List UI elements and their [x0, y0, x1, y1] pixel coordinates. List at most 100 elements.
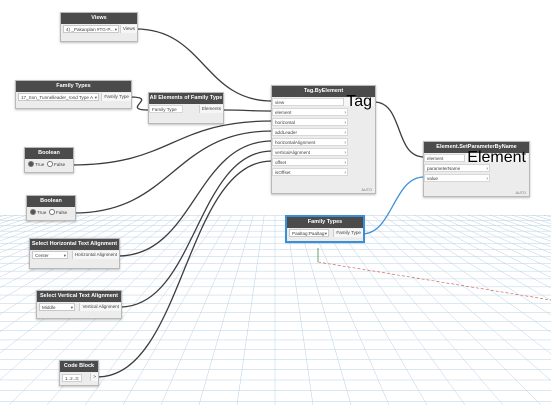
input-port-offset[interactable]: offset›: [272, 158, 348, 166]
family-type-dropdown[interactable]: Paaltag:Paaltag ▾: [289, 229, 329, 237]
chevron-down-icon: ▾: [94, 95, 97, 100]
family-type-dropdown-value: 17_Son_Tunnelleader_rond Type A: [21, 95, 94, 100]
tag-by-element-node[interactable]: Tag.ByElement view›element›horizontal›ad…: [271, 85, 376, 194]
input-port-label: verticalAlignment: [275, 150, 310, 155]
input-port-horizontal-alignment[interactable]: horizontalAlignment ›: [272, 138, 348, 146]
port-row: value ›: [424, 173, 529, 183]
input-port-label: value: [427, 176, 438, 181]
node-title: Boolean: [27, 196, 75, 207]
wire-code-to-offset[interactable]: [96, 160, 273, 378]
lacing-label: AUTO: [515, 191, 526, 195]
input-port-label: isOffset: [275, 170, 291, 175]
node-title: Select Horizontal Text Alignment: [30, 239, 119, 250]
chevron-down-icon: ▾: [114, 27, 117, 32]
port-row: addLeader›: [272, 127, 375, 137]
code-block-node[interactable]: Code Block 1..2..3; >: [59, 360, 99, 386]
radio-selected-icon: [30, 209, 36, 215]
wire-boolean-to-horizontal[interactable]: [71, 120, 273, 166]
wire-elements-to-element[interactable]: [221, 109, 273, 112]
output-port-family-type[interactable]: Family Type: [333, 229, 363, 237]
lacing-label: AUTO: [361, 188, 372, 192]
input-port-label: Family Type: [152, 107, 177, 112]
false-radio[interactable]: False: [47, 161, 65, 168]
node-title: Boolean: [25, 148, 73, 159]
output-port-vertical-alignment[interactable]: Vertical Alignment: [79, 303, 121, 311]
horizontal-alignment-value: Center: [35, 253, 49, 258]
boolean-node-2[interactable]: Boolean True False: [26, 195, 76, 221]
node-title: Select Vertical Text Alignment: [37, 291, 121, 302]
input-port-label: horizontal: [275, 120, 295, 125]
node-title: Family Types: [16, 81, 131, 92]
family-types-node-1[interactable]: Family Types 17_Son_Tunnelleader_rond Ty…: [15, 80, 132, 109]
node-title: Element.SetParameterByName: [424, 142, 529, 153]
input-port-label: addLeader: [275, 130, 297, 135]
family-types-node-2[interactable]: Family Types Paaltag:Paaltag ▾ Family Ty…: [286, 216, 364, 242]
input-port-view[interactable]: view›: [272, 98, 348, 106]
input-port-parameter-name[interactable]: parameterName ›: [424, 164, 490, 172]
true-radio[interactable]: True: [28, 161, 44, 168]
wire-family-type-to-value[interactable]: [361, 176, 425, 235]
boolean-node-1[interactable]: Boolean True False: [24, 147, 74, 173]
output-port-tag[interactable]: Tag: [343, 94, 374, 110]
chevron-down-icon: ▾: [70, 305, 73, 310]
set-parameter-by-name-node[interactable]: Element.SetParameterByName element›param…: [423, 141, 530, 197]
input-port-is-offset[interactable]: isOffset ›: [272, 168, 348, 176]
node-title: Views: [61, 13, 137, 24]
input-port-element[interactable]: element ›: [272, 108, 348, 116]
input-port-vertical-alignment[interactable]: verticalAlignment ›: [272, 148, 348, 156]
false-label: False: [54, 162, 66, 167]
port-row: horizontal ›: [272, 117, 375, 127]
chevron-down-icon: ▾: [324, 231, 327, 236]
true-radio[interactable]: True: [30, 209, 46, 216]
all-elements-of-family-type-node[interactable]: All Elements of Family Type Family Type …: [148, 92, 224, 124]
code-editor[interactable]: 1..2..3;: [62, 374, 83, 382]
chevron-right-icon: ›: [344, 150, 346, 156]
wire-tag-to-element[interactable]: [373, 101, 425, 158]
port-row: parameterName ›: [424, 163, 529, 173]
horizontal-alignment-dropdown[interactable]: Center ▾: [32, 251, 68, 259]
input-port-horizontal[interactable]: horizontal ›: [272, 118, 348, 126]
output-port-horizontal-alignment[interactable]: Horizontal Alignment: [71, 251, 119, 259]
output-port-code[interactable]: >: [90, 373, 98, 381]
chevron-right-icon: ›: [486, 176, 488, 182]
input-port-label: view: [275, 100, 285, 105]
port-row: isOffset ›: [272, 167, 375, 177]
input-port-family-type[interactable]: Family Type: [149, 105, 183, 113]
port-row: verticalAlignment ›: [272, 147, 375, 157]
radio-unselected-icon: [49, 209, 55, 215]
family-type-dropdown[interactable]: 17_Son_Tunnelleader_rond Type A ▾: [18, 93, 99, 101]
wire-horizontal-alignment[interactable]: [117, 140, 273, 257]
output-port-element[interactable]: Element: [464, 150, 528, 166]
input-port-label: horizontalAlignment: [275, 140, 316, 145]
select-horizontal-alignment-node[interactable]: Select Horizontal Text Alignment Center …: [29, 238, 120, 269]
input-port-label: offset: [275, 160, 287, 165]
input-port-label: element: [427, 156, 444, 161]
chevron-right-icon: ›: [486, 166, 488, 172]
chevron-right-icon: ›: [344, 170, 346, 176]
views-dropdown[interactable]: 4) _Pakanplan #TG-P... ▾: [63, 25, 119, 33]
views-node[interactable]: Views 4) _Pakanplan #TG-P... ▾ Views: [60, 12, 138, 42]
output-port-family-type[interactable]: Family Type: [101, 93, 131, 101]
input-port-label: parameterName: [427, 166, 461, 171]
input-port-add-leader[interactable]: addLeader›: [272, 128, 348, 136]
chevron-right-icon: ›: [344, 140, 346, 146]
true-label: True: [35, 162, 45, 167]
input-port-label: element: [275, 110, 292, 115]
input-port-value[interactable]: value ›: [424, 174, 490, 182]
vertical-alignment-dropdown[interactable]: Middle ▾: [39, 303, 75, 311]
select-vertical-alignment-node[interactable]: Select Vertical Text Alignment Middle ▾ …: [36, 290, 122, 319]
false-radio[interactable]: False: [49, 209, 67, 216]
wire-boolean-to-addleader[interactable]: [73, 130, 273, 214]
wire-views-to-view[interactable]: [135, 28, 273, 102]
chevron-right-icon: ›: [344, 110, 346, 116]
wire-family-type-to-all-elements[interactable]: [129, 96, 150, 111]
output-port-elements[interactable]: Elements: [198, 105, 223, 113]
wire-vertical-alignment[interactable]: [119, 150, 273, 308]
radio-unselected-icon: [47, 161, 53, 167]
chevron-right-icon: ›: [344, 120, 346, 126]
output-port-views[interactable]: Views: [119, 25, 137, 33]
node-title: Family Types: [287, 217, 363, 228]
false-label: False: [56, 210, 68, 215]
